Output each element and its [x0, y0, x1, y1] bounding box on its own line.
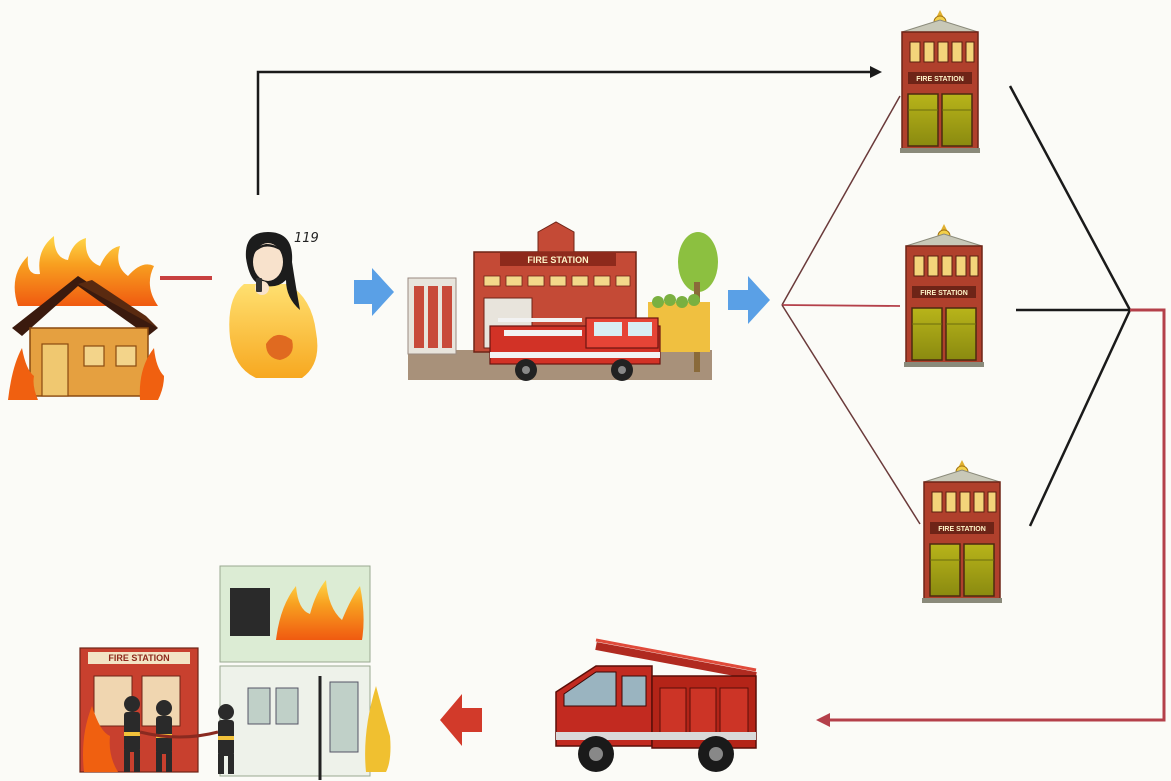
- station-sign: FIRE STATION: [916, 76, 964, 83]
- fire-station-bottom-icon: FIRE STATION: [921, 459, 1003, 604]
- junction-to-truck-line: [828, 308, 1166, 722]
- scene-sign: FIRE STATION: [108, 653, 169, 663]
- dispatch-center-icon: FIRE STATION: [407, 221, 718, 381]
- truck-to-scene-arrow: [440, 694, 482, 746]
- firefighters-scene-icon: FIRE STATION: [79, 565, 391, 780]
- dispatch-center-sign: FIRE STATION: [527, 255, 588, 265]
- caller-to-top-station-arrowhead: [870, 66, 882, 78]
- fire-station-middle-icon: FIRE STATION: [903, 223, 985, 368]
- bottom-station-to-junction-line: [1028, 309, 1132, 527]
- caller-to-top-station-line: [256, 70, 872, 195]
- fire-station-top-icon: FIRE STATION: [899, 9, 981, 154]
- junction-to-truck-arrowhead: [816, 713, 830, 727]
- caller-number-label: 119: [294, 231, 319, 246]
- fan-to-bottom-station-line: [781, 304, 921, 525]
- connector-lines: [160, 66, 1166, 727]
- dispatch-to-stations-arrow: [728, 276, 770, 324]
- burning-house-icon: [8, 236, 164, 400]
- dispatch-truck-icon: [489, 317, 661, 381]
- caller-to-dispatch-arrow: [354, 268, 394, 316]
- fan-to-middle-station-line: [781, 304, 901, 307]
- caller-icon: 119: [229, 231, 319, 378]
- fire-truck-icon: [555, 638, 757, 772]
- fan-to-top-station-line: [781, 95, 901, 306]
- station-sign: FIRE STATION: [938, 526, 986, 533]
- top-station-to-junction-line: [1008, 85, 1132, 311]
- station-sign: FIRE STATION: [920, 290, 968, 297]
